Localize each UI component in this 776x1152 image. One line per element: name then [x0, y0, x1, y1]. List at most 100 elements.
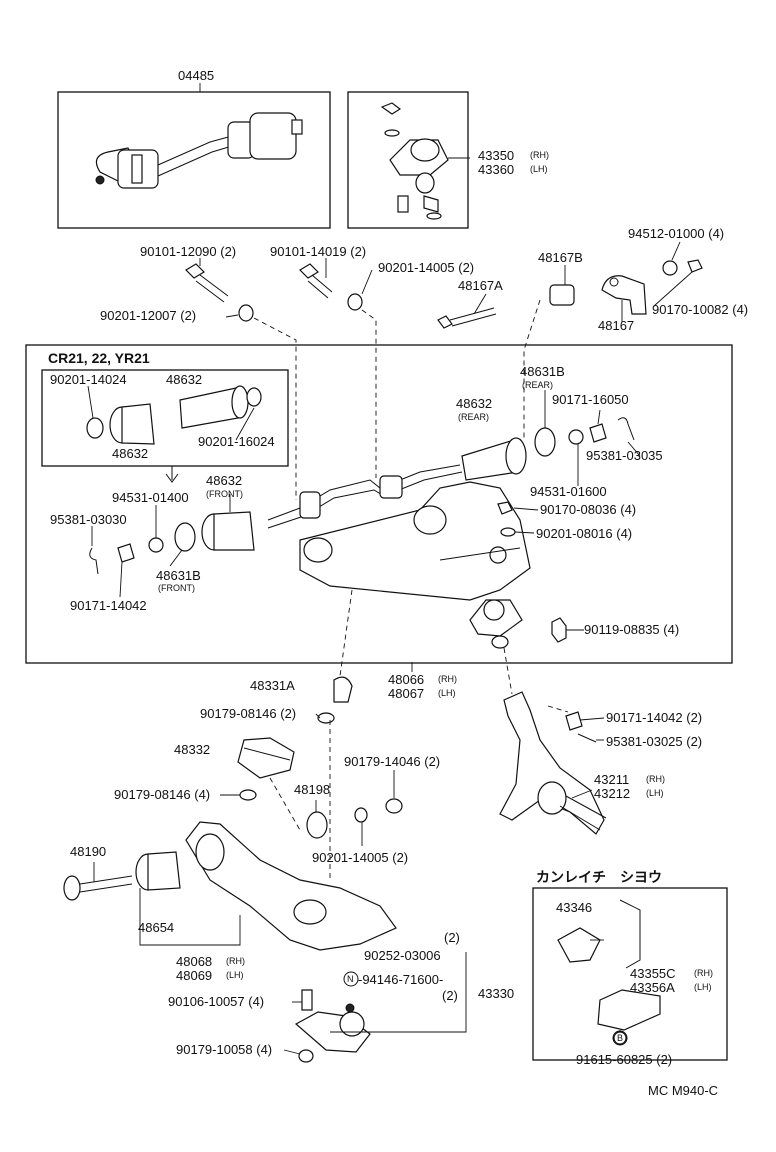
label-90170-08036: 90170-08036 (4) [540, 502, 636, 517]
label-48069-q: (LH) [226, 970, 244, 980]
ball-joint-upper-box [347, 91, 469, 229]
nut-90170-08036 [497, 501, 513, 515]
bolt-90106-10057 [301, 989, 313, 1011]
label-48167B: 48167B [538, 250, 583, 265]
plate-43355C [597, 989, 661, 1031]
steering-knuckle [499, 691, 607, 835]
label-43356A-q: (LH) [694, 982, 712, 992]
label-90171-16050: 90171-16050 [552, 392, 629, 407]
bolt-48167A [437, 307, 497, 329]
circle-b-icon [612, 1030, 628, 1046]
bolt-90101-14019 [299, 263, 333, 299]
label-95381-03025: 95381-03025 (2) [606, 734, 702, 749]
label-90101-12090: 90101-12090 (2) [140, 244, 236, 259]
bumper-48331A [333, 676, 353, 703]
washer-94512 [662, 260, 678, 276]
label-43211-q: (RH) [646, 774, 665, 784]
label-48632-rear-q: (REAR) [458, 412, 489, 422]
label-48632-inner: 48632 [166, 372, 202, 387]
label-48632-front-q: (FRONT) [206, 489, 243, 499]
label-90201-14024: 90201-14024 [50, 372, 127, 387]
bushing-48632-front [201, 511, 255, 551]
pin-95381-03030 [89, 547, 99, 575]
inset-box [532, 887, 728, 1061]
upper-arm-shaft [267, 464, 463, 529]
label-43355C: 43355C [630, 966, 676, 981]
label-43360-q: (LH) [530, 164, 548, 174]
label-90201-08016: 90201-08016 (4) [536, 526, 632, 541]
label-90201-12007: 90201-12007 (2) [100, 308, 196, 323]
upper-arm-group-box [25, 344, 733, 664]
washer-94531-01600 [568, 429, 584, 445]
spacer-48167B [549, 284, 575, 306]
label-90201-16024: 90201-16024 [198, 434, 275, 449]
label-90171-14042-a: 90171-14042 [70, 598, 147, 613]
bushing-48632-rear [461, 437, 527, 481]
bolt-90119-08835 [551, 617, 567, 643]
bumper-48332 [237, 737, 295, 779]
nut-90171-14042 [117, 543, 135, 563]
bushing-48654 [135, 851, 181, 891]
stabilizer-link [95, 112, 303, 189]
stabilizer-box [57, 91, 331, 229]
label-48198: 48198 [294, 782, 330, 797]
label-43212-q: (LH) [646, 788, 664, 798]
washer-90201-14005 [347, 293, 363, 311]
label-48654: 48654 [138, 920, 174, 935]
nut-90179-14046 [385, 798, 403, 814]
label-48632-innerb: 48632 [112, 446, 148, 461]
inset-title: カンレイチ シヨウ [536, 869, 662, 885]
bushing-48632-b [179, 385, 249, 429]
label-90201-14005-b: 90201-14005 (2) [312, 850, 408, 865]
nut-90171-16050 [589, 423, 607, 443]
label-94146: -94146-71600- [358, 972, 443, 987]
dashed-alignment-lines [253, 299, 569, 880]
washer-48198 [306, 811, 328, 839]
label-90119-08835: 90119-08835 (4) [584, 622, 679, 637]
label-48632-front: 48632 [206, 473, 242, 488]
label-48066-q: (RH) [438, 674, 457, 684]
nut-90171-14042-b [565, 711, 583, 731]
washer-48631B-rear [534, 427, 556, 457]
label-48167A: 48167A [458, 278, 503, 293]
label-94146-qty: (2) [442, 988, 458, 1003]
washer-48631B-front [174, 522, 196, 552]
washer-90201-08016 [500, 527, 516, 537]
label-43346: 43346 [556, 900, 592, 915]
nut-90179-08146-b [239, 789, 257, 801]
label-90179-08146-a: 90179-08146 (2) [200, 706, 296, 721]
label-43211: 43211 [594, 772, 629, 787]
label-90252: 90252-03006 [364, 948, 441, 963]
lower-ball-joint [294, 1003, 371, 1053]
washer-90201-14024 [86, 417, 104, 439]
label-48067: 48067 [388, 686, 424, 701]
label-48331A: 48331A [250, 678, 295, 693]
label-43212: 43212 [594, 786, 630, 801]
label-43360: 43360 [478, 162, 514, 177]
label-48068: 48068 [176, 954, 212, 969]
circle-n-icon [343, 971, 359, 987]
label-43355C-q: (RH) [694, 968, 713, 978]
label-48631B-rear-q: (REAR) [522, 380, 553, 390]
cover-43346 [557, 899, 641, 969]
label-48067-q: (LH) [438, 688, 456, 698]
circle-b-text: B [617, 1033, 623, 1043]
nut-90179-08146-a [317, 712, 335, 724]
label-43330: 43330 [478, 986, 514, 1001]
washer-90201-16024 [246, 387, 262, 407]
label-48066: 48066 [388, 672, 424, 687]
pin-95381-03035 [617, 417, 635, 441]
label-48190: 48190 [70, 844, 106, 859]
label-48631B-front: 48631B [156, 568, 201, 583]
nut-90179-10058 [298, 1049, 314, 1063]
label-90171-14042-b: 90171-14042 (2) [606, 710, 702, 725]
subgroup-title: CR21, 22, YR21 [48, 350, 150, 366]
washer-90201-14005-b [354, 807, 368, 823]
label-48068-q: (RH) [226, 956, 245, 966]
washer-90201-12007 [238, 304, 254, 322]
label-43356A: 43356A [630, 980, 675, 995]
pin-95381-03025 [577, 733, 597, 743]
label-48069: 48069 [176, 968, 212, 983]
label-48631B-front-q: (FRONT) [158, 583, 195, 593]
label-04485: 04485 [178, 68, 214, 83]
